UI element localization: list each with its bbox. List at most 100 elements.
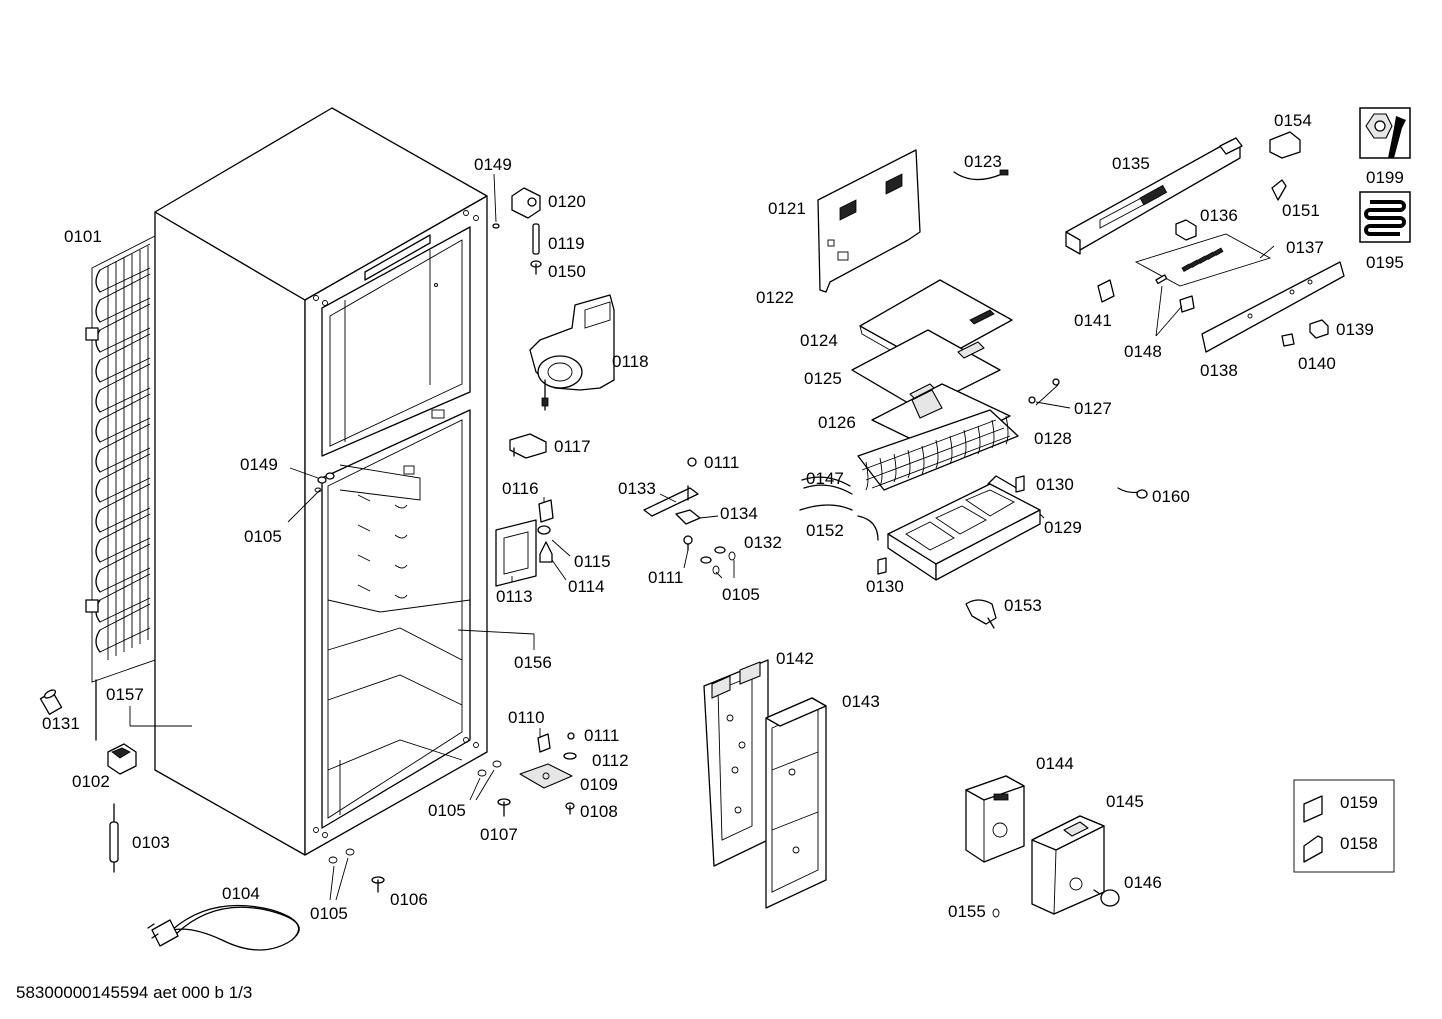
switch-0114: [539, 541, 553, 563]
screw-0149-top: [492, 223, 500, 229]
compressor-clip-0102: [107, 743, 137, 775]
fan-0118: [529, 294, 615, 411]
label-0128: 0128: [1034, 429, 1072, 448]
cabinet-housing: [154, 107, 488, 856]
thermostat-0117: [509, 433, 547, 459]
label-0117: 0117: [554, 437, 591, 456]
leader-lines: [129, 173, 1275, 901]
filter-drier-0131: [39, 689, 63, 715]
label-0120: 0120: [548, 192, 586, 211]
label-0147: 0147: [806, 469, 844, 488]
label-0124: 0124: [800, 331, 838, 350]
label-0133: 0133: [618, 479, 656, 498]
label-0149-top: 0149: [474, 155, 512, 174]
label-0157: 0157: [106, 685, 144, 704]
evaporator-cover-0121: [817, 149, 921, 293]
label-0106: 0106: [390, 890, 428, 909]
clip-0130-upper: [1015, 475, 1025, 493]
wrench-icon: [1359, 107, 1411, 159]
label-0152: 0152: [806, 521, 844, 540]
label-0108: 0108: [580, 802, 618, 821]
label-0104: 0104: [222, 884, 260, 903]
label-0135: 0135: [1112, 154, 1150, 173]
label-0141: 0141: [1074, 311, 1112, 330]
label-0149-mid: 0149: [240, 455, 278, 474]
screw-0111-a: [687, 457, 697, 467]
label-0134: 0134: [720, 504, 758, 523]
buttons-0137: [1134, 233, 1272, 287]
label-0109: 0109: [580, 775, 618, 794]
label-0102: 0102: [72, 772, 110, 791]
label-0129: 0129: [1044, 518, 1082, 537]
washers-0105-mid: [477, 760, 502, 777]
control-panel-0135: [1065, 137, 1243, 255]
label-0105-mid: 0105: [428, 801, 466, 820]
drip-tray-0129: [887, 475, 1041, 581]
label-0132: 0132: [744, 533, 782, 552]
condenser-coil: [85, 235, 156, 741]
label-0156: 0156: [514, 653, 552, 672]
label-0105-bottom: 0105: [310, 904, 348, 923]
clip-0134: [675, 509, 701, 525]
sensor-0160: [1117, 487, 1148, 499]
drier-pipe-0103: [109, 803, 119, 873]
screw-0132: [700, 546, 726, 564]
part-labels: 0101 0149 0120 0119 0150 0118 0117 0149 …: [42, 111, 1404, 923]
label-0160: 0160: [1152, 487, 1190, 506]
screw-0107: [497, 798, 511, 817]
label-0125: 0125: [804, 369, 842, 388]
label-0105-left: 0105: [244, 527, 282, 546]
label-0111-c: 0111: [584, 726, 619, 745]
label-0195: 0195: [1366, 253, 1404, 272]
label-0103: 0103: [132, 833, 170, 852]
label-0137: 0137: [1286, 238, 1324, 257]
label-0111-a: 0111: [704, 453, 739, 472]
washers-0105-bottom: [328, 848, 355, 864]
label-0116: 0116: [502, 479, 539, 498]
knob-0140: [1281, 333, 1295, 347]
cover-0113: [495, 519, 537, 587]
label-0199: 0199: [1366, 168, 1404, 187]
switch-0154: [1269, 131, 1301, 159]
label-0112: 0112: [592, 751, 629, 770]
spacer-0141: [1097, 279, 1115, 303]
housing-0144: [965, 775, 1025, 863]
label-0123: 0123: [964, 152, 1002, 171]
clip-0151: [1271, 179, 1287, 201]
shelf-0125: [851, 329, 1001, 411]
label-0148: 0148: [1124, 342, 1162, 361]
label-0126: 0126: [818, 413, 856, 432]
bushing-0150: [530, 260, 542, 275]
label-0111-b: 0111: [648, 568, 683, 587]
heater-wire-0152: [799, 504, 879, 541]
label-0119: 0119: [548, 234, 585, 253]
panel-0142: [703, 659, 769, 867]
label-0105-center: 0105: [722, 585, 760, 604]
control-cover-0138: [1201, 261, 1345, 353]
housing-0145: [1031, 815, 1105, 915]
screw-0111-lower: [567, 732, 575, 740]
lamp-socket-0116: [538, 499, 554, 523]
label-0159: 0159: [1340, 793, 1378, 812]
screw-0111-b: [683, 535, 693, 551]
fuse-0127: [1028, 378, 1060, 404]
label-0130-upper: 0130: [1036, 475, 1074, 494]
label-0140: 0140: [1298, 354, 1336, 373]
label-0145: 0145: [1106, 792, 1144, 811]
label-0101: 0101: [64, 227, 102, 246]
bracket-0133: [643, 485, 699, 517]
legend-box: [1293, 779, 1395, 873]
hinge-cover-0110: [537, 733, 551, 753]
screw-0149-mid: [317, 472, 335, 484]
label-0115: 0115: [574, 552, 611, 571]
screw-0108: [565, 802, 575, 815]
heater-wire-0147: [801, 476, 853, 495]
hinge-0120: [511, 187, 541, 219]
screw-0106: [371, 876, 385, 893]
wire-0123: [953, 169, 1009, 181]
panel-0143: [765, 697, 827, 909]
label-0113: 0113: [496, 587, 533, 606]
label-0118: 0118: [612, 352, 649, 371]
coil-icon: [1359, 191, 1411, 243]
label-0139: 0139: [1336, 320, 1374, 339]
